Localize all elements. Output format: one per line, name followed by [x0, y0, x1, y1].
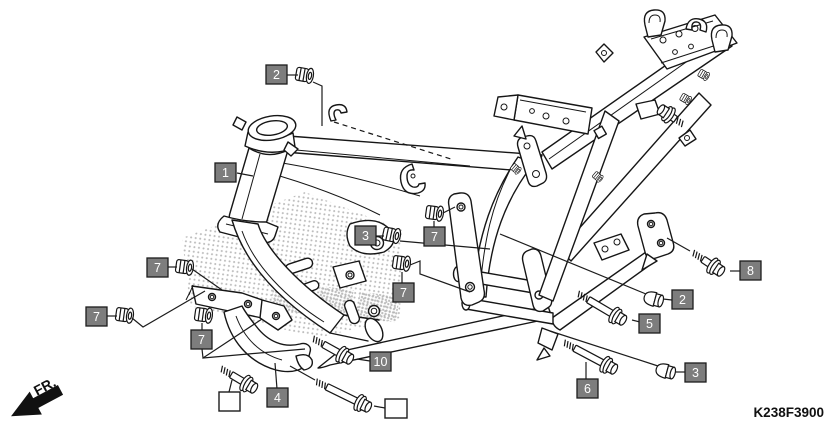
- blank-callout-box: [384, 398, 408, 419]
- callout-number: 1: [222, 166, 229, 180]
- rubber-plug-cap: [655, 363, 677, 380]
- leader-line: [662, 298, 673, 301]
- rubber-grommet: [592, 171, 604, 183]
- callout-7: 7: [85, 306, 108, 327]
- callout-7: 7: [190, 329, 213, 350]
- callout-2: 2: [671, 289, 694, 310]
- callout-7: 7: [423, 226, 446, 247]
- callout-number: 7: [431, 230, 438, 244]
- callout-number: 5: [646, 317, 653, 331]
- callout-number: 7: [198, 333, 205, 347]
- flange-bolt: [563, 339, 619, 375]
- rubber-grommet: [294, 66, 315, 84]
- leader-line: [202, 348, 306, 359]
- callout-1: 1: [214, 162, 237, 183]
- leader-line: [236, 172, 254, 177]
- leader-line: [289, 365, 316, 381]
- leader-line: [499, 233, 647, 295]
- flange-bolt: [220, 365, 259, 394]
- leader-line: [549, 330, 659, 367]
- callout-number: 8: [747, 264, 754, 278]
- blank-callout-box: [218, 391, 241, 412]
- callout-10: 10: [369, 351, 392, 372]
- leader-line: [131, 290, 206, 328]
- leader-line-layer: [106, 74, 740, 409]
- callout-7: 7: [146, 257, 169, 278]
- front-direction-arrow: FR.: [11, 374, 64, 417]
- leader-line: [666, 237, 691, 252]
- callout-layer: 1 2 2 3 3 4 5 6 7 7 7 7 7 8 10: [85, 64, 762, 419]
- rubber-grommet: [424, 205, 445, 222]
- leader-line: [356, 358, 371, 362]
- rubber-grommet: [381, 226, 402, 245]
- leader-line: [442, 206, 456, 214]
- callout-8: 8: [739, 260, 762, 281]
- flange-bolt: [656, 104, 684, 128]
- diagram-part-code: K238F3900: [753, 405, 824, 420]
- callout-number: 2: [679, 293, 686, 307]
- flange-bolt: [315, 378, 373, 413]
- callout-2: 2: [265, 64, 288, 85]
- rubber-grommet: [193, 307, 214, 324]
- callout-number: 2: [273, 68, 280, 82]
- callout-6: 6: [576, 378, 599, 399]
- rubber-grommet: [174, 259, 195, 276]
- fastener-layer: [114, 66, 726, 413]
- callout-5: 5: [638, 313, 661, 334]
- rubber-grommet: [114, 307, 135, 324]
- rubber-grommet: [679, 93, 692, 105]
- leader-line: [191, 268, 223, 291]
- rubber-grommet: [391, 255, 412, 272]
- rubber-grommet: [510, 163, 522, 175]
- leader-line: [409, 260, 471, 293]
- callout-number: 7: [154, 261, 161, 275]
- rubber-grommet: [697, 69, 710, 81]
- callout-number: 3: [692, 366, 699, 380]
- flange-bolt: [577, 290, 628, 326]
- callout-number: 10: [374, 355, 388, 369]
- callout-7: 7: [392, 282, 415, 303]
- rubber-plug-cap: [643, 291, 665, 308]
- leader-line: [373, 405, 386, 409]
- flange-bolt: [692, 249, 726, 277]
- callout-number: 7: [400, 286, 407, 300]
- leader-line: [228, 379, 233, 393]
- callout-number: 3: [362, 229, 369, 243]
- leader-line: [312, 81, 323, 126]
- frame-artwork: [185, 9, 738, 373]
- callout-number: 7: [93, 310, 100, 324]
- callout-4: 4: [266, 387, 289, 408]
- callout-3: 3: [354, 225, 377, 246]
- callout-number: 4: [274, 391, 281, 405]
- callout-number: 6: [584, 382, 591, 396]
- leader-line: [274, 362, 278, 390]
- flange-bolt: [312, 335, 355, 365]
- callout-3: 3: [684, 362, 707, 383]
